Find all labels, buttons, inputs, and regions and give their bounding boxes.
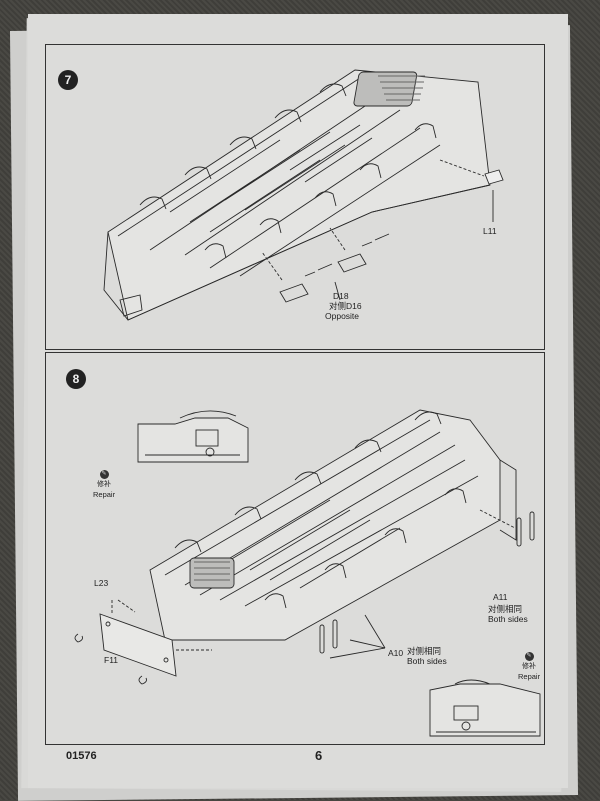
part-label-a11-cn: 对侧相同 xyxy=(488,604,523,614)
part-label-a11: A11 xyxy=(493,592,508,602)
part-label-l11: L11 xyxy=(483,226,497,236)
repair-icon: ✎ xyxy=(524,652,534,661)
part-label-opposite: Opposite xyxy=(325,311,360,321)
step-8-hull-side-detail xyxy=(137,410,249,463)
repair-icon: ✎ xyxy=(99,470,109,479)
page-number: 6 xyxy=(315,748,323,763)
part-label-a11-en: Both sides xyxy=(488,614,528,624)
repair-cn: 修补 xyxy=(97,481,112,488)
step-7-hull-drawing xyxy=(103,69,504,321)
step-8-frame xyxy=(45,352,545,745)
step-7-number-badge: 7 xyxy=(58,70,78,90)
part-label-a10-en: Both sides xyxy=(407,656,447,666)
step-8-number-badge: 8 xyxy=(66,369,86,389)
part-label-a10-cn: 对侧相同 xyxy=(407,646,442,656)
part-label-d18: D18 xyxy=(333,291,349,301)
step-8-hull-rear-detail xyxy=(429,679,541,737)
part-label-l23: L23 xyxy=(94,578,109,588)
repair-note-bottom: ✎ 修补 Repair xyxy=(518,652,540,682)
part-label-a10: A10 xyxy=(388,648,404,658)
kit-code: 01576 xyxy=(66,750,97,762)
repair-en: Repair xyxy=(518,672,541,681)
repair-cn: 修补 xyxy=(522,663,537,670)
repair-note-top: ✎ 修补 Repair xyxy=(93,470,115,500)
part-label-d16-cn: 对侧D16 xyxy=(329,301,362,311)
step-8-hull-drawing xyxy=(74,409,535,685)
step-7-frame xyxy=(45,44,545,350)
repair-en: Repair xyxy=(93,490,116,499)
part-label-f11: F11 xyxy=(104,655,119,665)
